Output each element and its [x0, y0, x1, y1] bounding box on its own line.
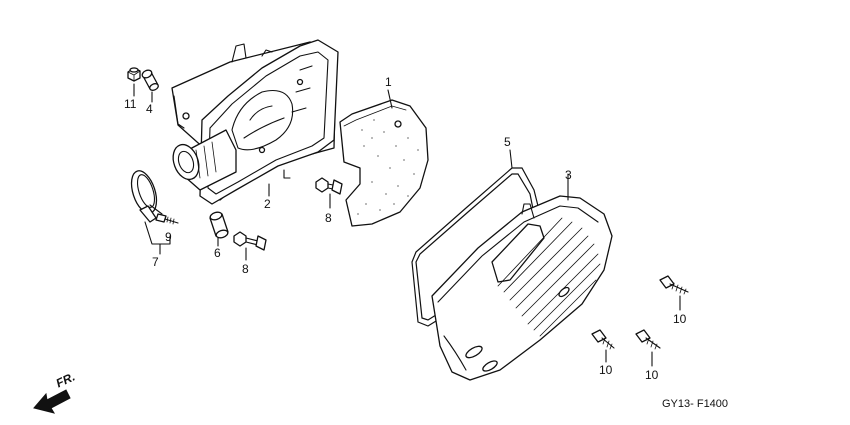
nut-part-11	[127, 67, 141, 82]
callout-9: 9	[165, 230, 172, 244]
connecting-band-part-7	[130, 170, 163, 223]
collar-part-6	[209, 211, 229, 239]
front-direction-label: FR.	[54, 370, 77, 391]
callout-8-upper: 8	[325, 211, 332, 225]
tapping-screw-part-10-c	[635, 329, 661, 367]
front-direction-arrow	[33, 389, 71, 414]
callout-5: 5	[504, 135, 511, 149]
callout-3: 3	[565, 168, 572, 182]
callout-10-c: 10	[645, 368, 659, 382]
callout-7: 7	[152, 255, 159, 269]
callout-6: 6	[214, 246, 221, 260]
bracket-7-9	[144, 221, 171, 255]
air-cleaner-cover-part-3	[431, 173, 613, 381]
callout-10-a: 10	[673, 312, 687, 326]
diagram-code: GY13- F1400	[662, 398, 728, 410]
callout-10-b: 10	[599, 363, 613, 377]
tapping-screw-part-10-b	[591, 329, 615, 363]
air-filter-element-part-1	[339, 89, 429, 227]
callout-11: 11	[124, 97, 137, 111]
tapping-screw-part-10-a	[659, 275, 689, 311]
bolt-part-8-lower	[233, 231, 267, 251]
air-cleaner-case-part-2	[171, 39, 339, 205]
callout-2: 2	[264, 197, 271, 211]
filter-foam-texture	[357, 119, 419, 215]
cover-seal-part-5	[411, 149, 541, 327]
screw-part-9	[155, 213, 179, 225]
callout-4: 4	[146, 102, 153, 116]
callout-8-lower: 8	[242, 262, 249, 276]
collar-part-4	[141, 69, 159, 91]
callout-1: 1	[385, 75, 392, 89]
bolt-part-8-upper	[315, 177, 343, 195]
